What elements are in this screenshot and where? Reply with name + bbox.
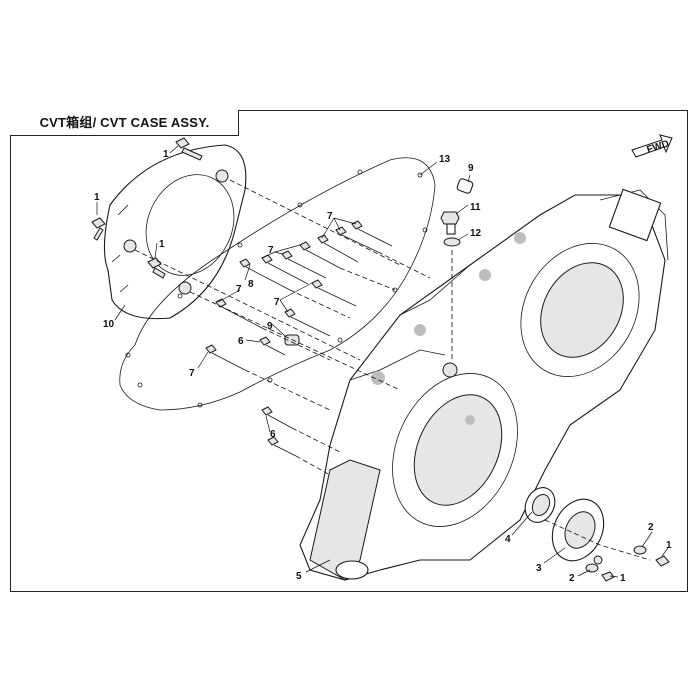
gasket-bolt-holes: [125, 169, 428, 408]
cvt-case-part-5: [299, 188, 669, 581]
case-bolts-parts-6-7-8: [205, 220, 393, 457]
bolt-part-1: [91, 137, 670, 582]
callout-9: 9: [267, 321, 273, 332]
callout-8: 8: [248, 279, 254, 290]
callout-7: 7: [236, 284, 242, 295]
oil-seal-part-4: [524, 487, 556, 523]
callout-1: 1: [159, 239, 165, 250]
bearing-cover-part-3: [551, 498, 605, 565]
diagram-frame: [10, 110, 688, 592]
gasket-part-13: [119, 157, 436, 411]
callout-11: 11: [470, 202, 481, 213]
dowel-pin-part-9: [456, 178, 474, 194]
callout-9: 9: [468, 163, 474, 174]
assembly-rays: [134, 179, 651, 561]
callout-2: 2: [569, 573, 575, 584]
callout-1: 1: [666, 540, 672, 551]
washer-part-2b: [585, 563, 599, 573]
callout-4: 4: [505, 534, 511, 545]
callout-leaders: [96, 145, 669, 578]
washer-part-2a: [633, 545, 647, 555]
callout-6: 6: [238, 336, 244, 347]
callout-7: 7: [274, 297, 280, 308]
cvt-cover-part-10: [103, 144, 247, 320]
callout-1: 1: [94, 192, 100, 203]
fwd-label: FWD: [646, 138, 671, 156]
callout-2: 2: [648, 522, 654, 533]
callout-7: 7: [268, 245, 274, 256]
callout-1: 1: [620, 573, 626, 584]
diagram-title: CVT箱组/ CVT CASE ASSY.: [39, 115, 210, 130]
callout-10: 10: [103, 319, 115, 330]
fwd-arrow-icon: FWD: [631, 134, 673, 158]
callout-7: 7: [189, 368, 195, 379]
callout-6: 6: [270, 429, 276, 440]
callout-7: 7: [327, 211, 333, 222]
title-box: CVT箱组/ CVT CASE ASSY.: [10, 110, 239, 136]
callout-1: 1: [163, 149, 169, 160]
sealing-washer-part-12: [443, 237, 461, 247]
callout-13: 13: [439, 154, 451, 165]
callout-12: 12: [470, 228, 482, 239]
callout-labels: 1 1 1 10 13 9 11 12 7 7 8 7 7 9 6 7 6 5 …: [94, 149, 672, 584]
drain-plug-part-11: [440, 211, 460, 235]
callout-5: 5: [296, 571, 302, 582]
callout-3: 3: [536, 563, 542, 574]
